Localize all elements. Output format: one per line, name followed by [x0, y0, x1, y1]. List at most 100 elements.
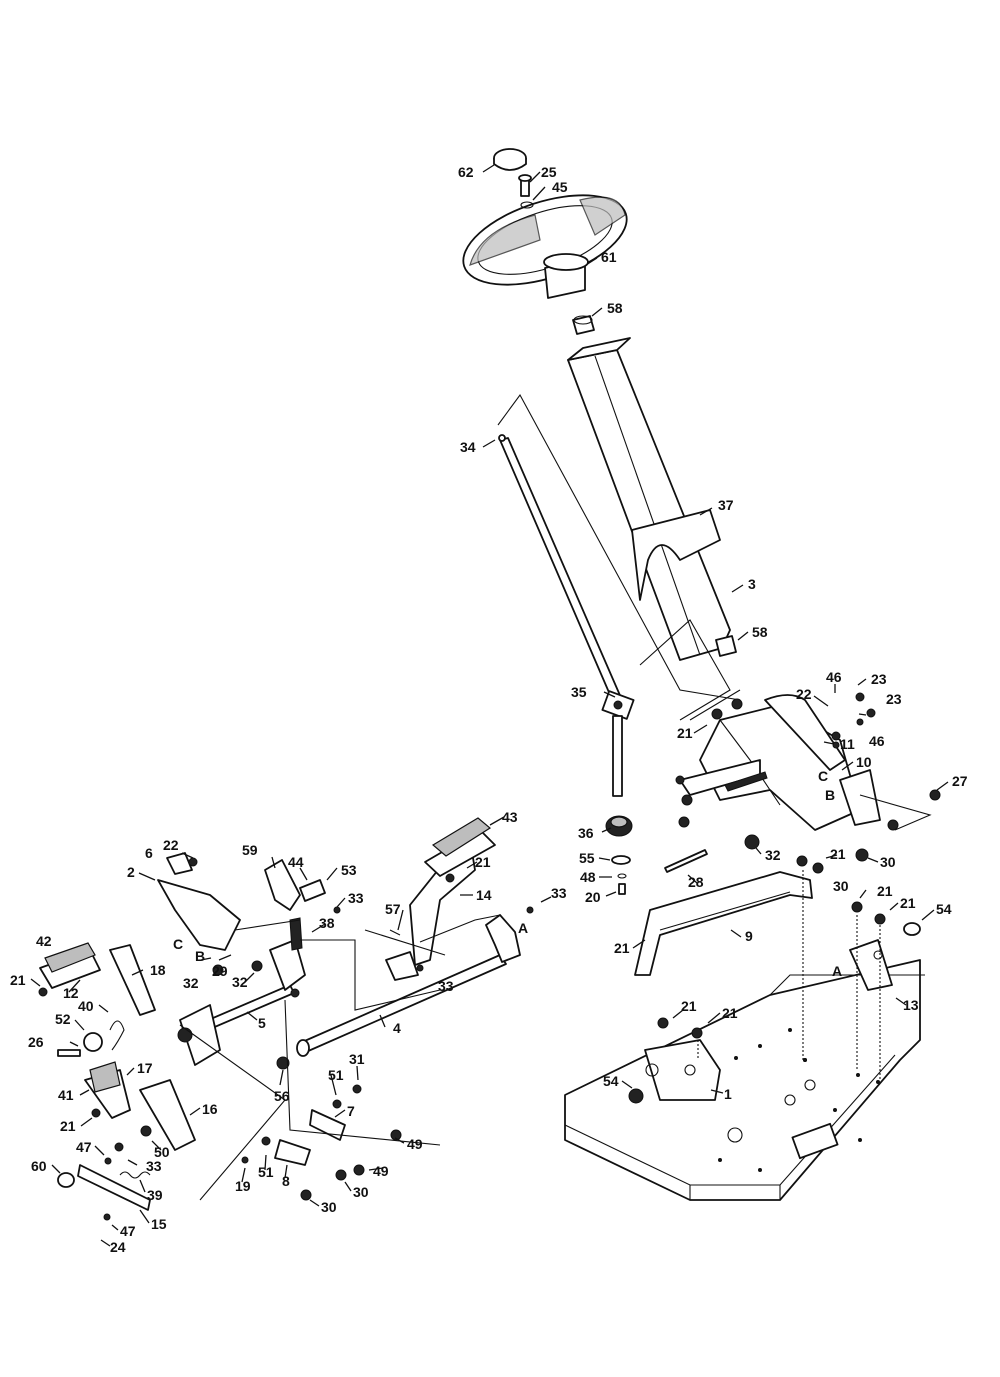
callout-58: 58	[607, 300, 623, 316]
column-nut-upper	[572, 315, 595, 335]
callout-60: 60	[31, 1158, 47, 1174]
callout-labels: 62 25 45 61 58 34 37 3 58 35 46 23 22 23…	[10, 164, 968, 1255]
return-spring	[109, 1020, 125, 1051]
callout-29: 29	[212, 963, 228, 979]
brake-plate	[139, 1079, 196, 1151]
reference-line	[497, 393, 741, 721]
callout-33: 33	[438, 978, 454, 994]
callout-42: 42	[36, 933, 52, 949]
callout-43: 43	[502, 809, 518, 825]
callout-34: 34	[460, 439, 476, 455]
callout-50: 50	[154, 1144, 170, 1160]
callout-33: 33	[551, 885, 567, 901]
callout-28: 28	[688, 874, 704, 890]
frame-chassis	[564, 959, 925, 1201]
callout-30: 30	[833, 878, 849, 894]
callout-23: 23	[886, 691, 902, 707]
callout-47: 47	[120, 1223, 136, 1239]
callout-61: 61	[601, 249, 617, 265]
callout-49: 49	[407, 1136, 423, 1152]
callout-51: 51	[328, 1067, 344, 1083]
reference-line	[179, 919, 446, 1201]
spring-39	[119, 1171, 151, 1179]
steering-support-bracket	[679, 694, 881, 831]
steering-shaft	[498, 434, 623, 705]
callout-26: 26	[28, 1034, 44, 1050]
reference-line	[689, 689, 741, 721]
callout-21: 21	[677, 725, 693, 741]
callout-21: 21	[475, 854, 491, 870]
pivot-plate	[179, 1004, 221, 1066]
callout-23: 23	[871, 671, 887, 687]
washer-55	[611, 855, 631, 865]
universal-joint	[601, 690, 635, 797]
left-hardware	[38, 857, 534, 1221]
reference-line	[284, 999, 441, 1146]
callout-32: 32	[232, 974, 248, 990]
callout-32: 32	[765, 847, 781, 863]
pedal-bracket	[157, 852, 241, 951]
callout-24: 24	[110, 1239, 126, 1255]
callout-36: 36	[578, 825, 594, 841]
callout-14: 14	[476, 887, 492, 903]
column-boot	[631, 509, 721, 601]
wheel-washer	[520, 201, 534, 209]
washer-48	[617, 873, 627, 879]
callout-44: 44	[288, 854, 304, 870]
callout-13: 13	[903, 997, 919, 1013]
callout-46: 46	[826, 669, 842, 685]
bushing-60	[57, 1172, 75, 1188]
callout-21: 21	[900, 895, 916, 911]
callout-5: 5	[258, 1015, 266, 1031]
cruise-lever	[264, 859, 326, 911]
pin-20	[618, 883, 626, 895]
callout-3: 3	[748, 576, 756, 592]
callout-59: 59	[242, 842, 258, 858]
steering-pinion-gear	[605, 815, 633, 837]
steering-column-tube	[567, 337, 731, 661]
callout-38: 38	[319, 915, 335, 931]
callout-49: 49	[373, 1163, 389, 1179]
callout-21: 21	[10, 972, 26, 988]
rod-link	[274, 1139, 311, 1166]
reference-line	[697, 870, 881, 1080]
steering-wheel-cap	[493, 148, 527, 171]
callout-11: 11	[840, 736, 855, 752]
callout-51: 51	[258, 1164, 274, 1180]
shift-lever	[485, 914, 521, 963]
callout-7: 7	[347, 1103, 355, 1119]
callout-37: 37	[718, 497, 734, 513]
brake-link	[77, 1164, 151, 1211]
callout-41: 41	[58, 1087, 74, 1103]
callout-55: 55	[579, 850, 595, 866]
callout-40: 40	[78, 998, 94, 1014]
callout-45: 45	[552, 179, 568, 195]
callout-21: 21	[722, 1005, 738, 1021]
callout-C-right: C	[818, 768, 828, 784]
callout-16: 16	[202, 1101, 218, 1117]
callout-58: 58	[752, 624, 768, 640]
callout-22: 22	[796, 686, 812, 702]
callout-46: 46	[869, 733, 885, 749]
callout-9: 9	[745, 928, 753, 944]
callout-33: 33	[146, 1158, 162, 1174]
callout-32: 32	[183, 975, 199, 991]
link-plate	[385, 951, 419, 981]
callout-20: 20	[585, 889, 601, 905]
leader-lines	[30, 164, 949, 1247]
corner-bracket	[849, 939, 893, 991]
long-bolt	[664, 849, 708, 873]
callout-33: 33	[348, 890, 364, 906]
callout-47: 47	[76, 1139, 92, 1155]
callout-2: 2	[127, 864, 135, 880]
reference-line	[859, 794, 932, 831]
bushing-52	[83, 1032, 103, 1052]
callout-54: 54	[936, 901, 952, 917]
shift-pedal	[84, 1061, 131, 1119]
callout-21: 21	[877, 883, 893, 899]
idler-plate	[309, 1109, 346, 1141]
callout-27: 27	[952, 773, 968, 789]
callout-54: 54	[603, 1073, 619, 1089]
